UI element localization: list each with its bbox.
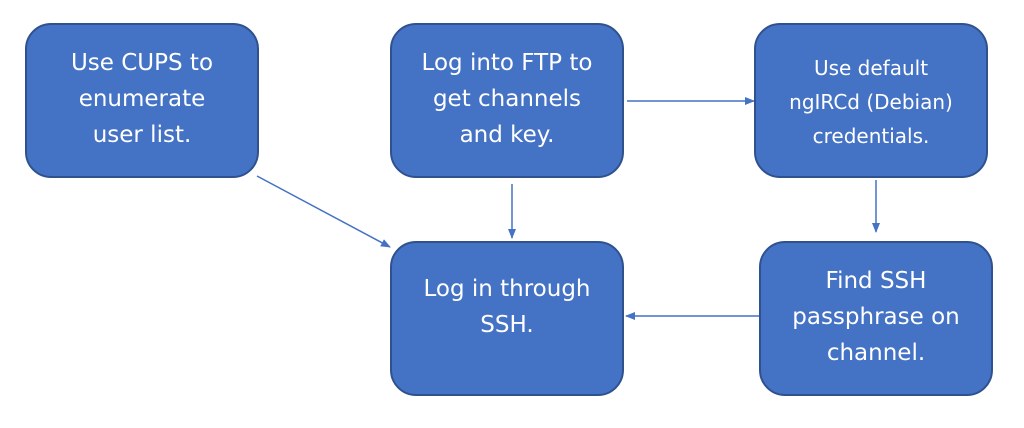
node-ngircd-label: Use default ngIRCd (Debian) credentials. [789,56,953,148]
node-find-passphrase: Find SSH passphrase on channel. [759,241,993,396]
node-ftp-login: Log into FTP to get channels and key. [390,23,624,178]
node-passphrase-label: Find SSH passphrase on channel. [792,268,960,366]
arrow-cups-to-ssh-login [256,175,391,248]
node-ngircd-credentials: Use default ngIRCd (Debian) credentials. [754,23,988,178]
node-cups-enumerate: Use CUPS to enumerate user list. [25,23,259,178]
node-ftp-label: Log into FTP to get channels and key. [421,50,593,148]
node-ssh-login-label: Log in through SSH. [423,276,591,338]
node-cups-label: Use CUPS to enumerate user list. [70,50,214,148]
node-ssh-login: Log in through SSH. [390,241,624,396]
